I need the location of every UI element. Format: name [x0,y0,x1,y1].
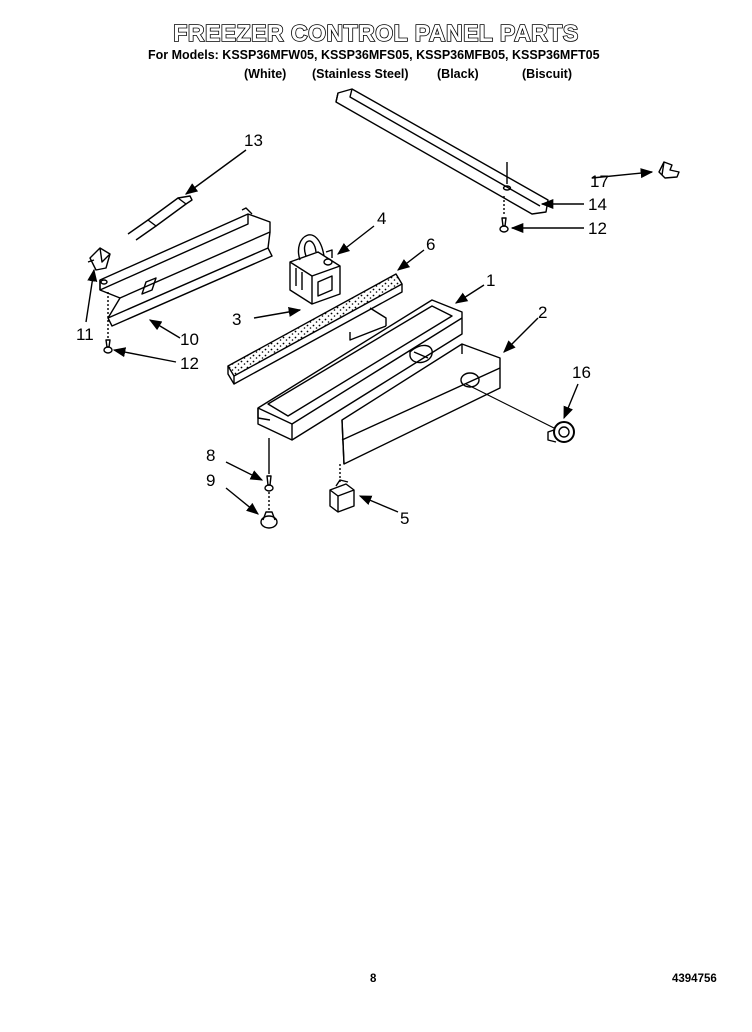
document-number: 4394756 [672,973,717,985]
variant-biscuit: (Biscuit) [522,67,572,81]
page-title: FREEZER CONTROL PANEL PARTS [172,19,579,47]
model-list: For Models: KSSP36MFW05, KSSP36MFS05, KS… [148,48,600,62]
callout-5: 5 [400,509,409,528]
callout-10: 10 [180,330,199,349]
callout-2: 2 [538,303,547,322]
part-12-screw-left [103,292,113,354]
part-5-switch [329,464,355,513]
callout-12-left: 12 [180,354,199,373]
part-3-thermostat [289,234,341,305]
callout-13: 13 [244,131,263,150]
part-12-screw-right [499,196,509,233]
variant-white: (White) [244,67,287,81]
callout-14: 14 [588,195,607,214]
part-4-screw [323,249,333,266]
callout-11: 11 [76,325,94,344]
part-1-control-panel [257,299,463,441]
callout-1: 1 [486,271,495,290]
part-17-clip [658,161,680,179]
part-2-bezel [341,343,555,465]
part-16-knob [547,421,575,443]
part-10-bracket [99,207,273,327]
callout-numbers: 13 4 6 1 2 3 16 17 14 12 10 12 11 8 9 5 [76,131,609,528]
variant-stainless-steel: (Stainless Steel) [312,67,409,81]
callout-16: 16 [572,363,591,382]
callout-8: 8 [206,446,215,465]
part-11-knob [87,247,111,271]
leader-lines [85,149,654,515]
callout-6: 6 [426,235,435,254]
part-13-sensor [127,195,193,241]
callout-3: 3 [232,310,241,329]
callout-12-right: 12 [588,219,607,238]
part-14-trim-strip [335,88,549,215]
part-9-nut [260,492,278,529]
page-number: 8 [370,973,377,985]
variant-black: (Black) [437,67,479,81]
part-6-foam-strip [227,273,403,385]
part-8-screw [264,438,274,492]
callout-17: 17 [590,172,609,191]
callout-4: 4 [377,209,386,228]
callout-9: 9 [206,471,215,490]
